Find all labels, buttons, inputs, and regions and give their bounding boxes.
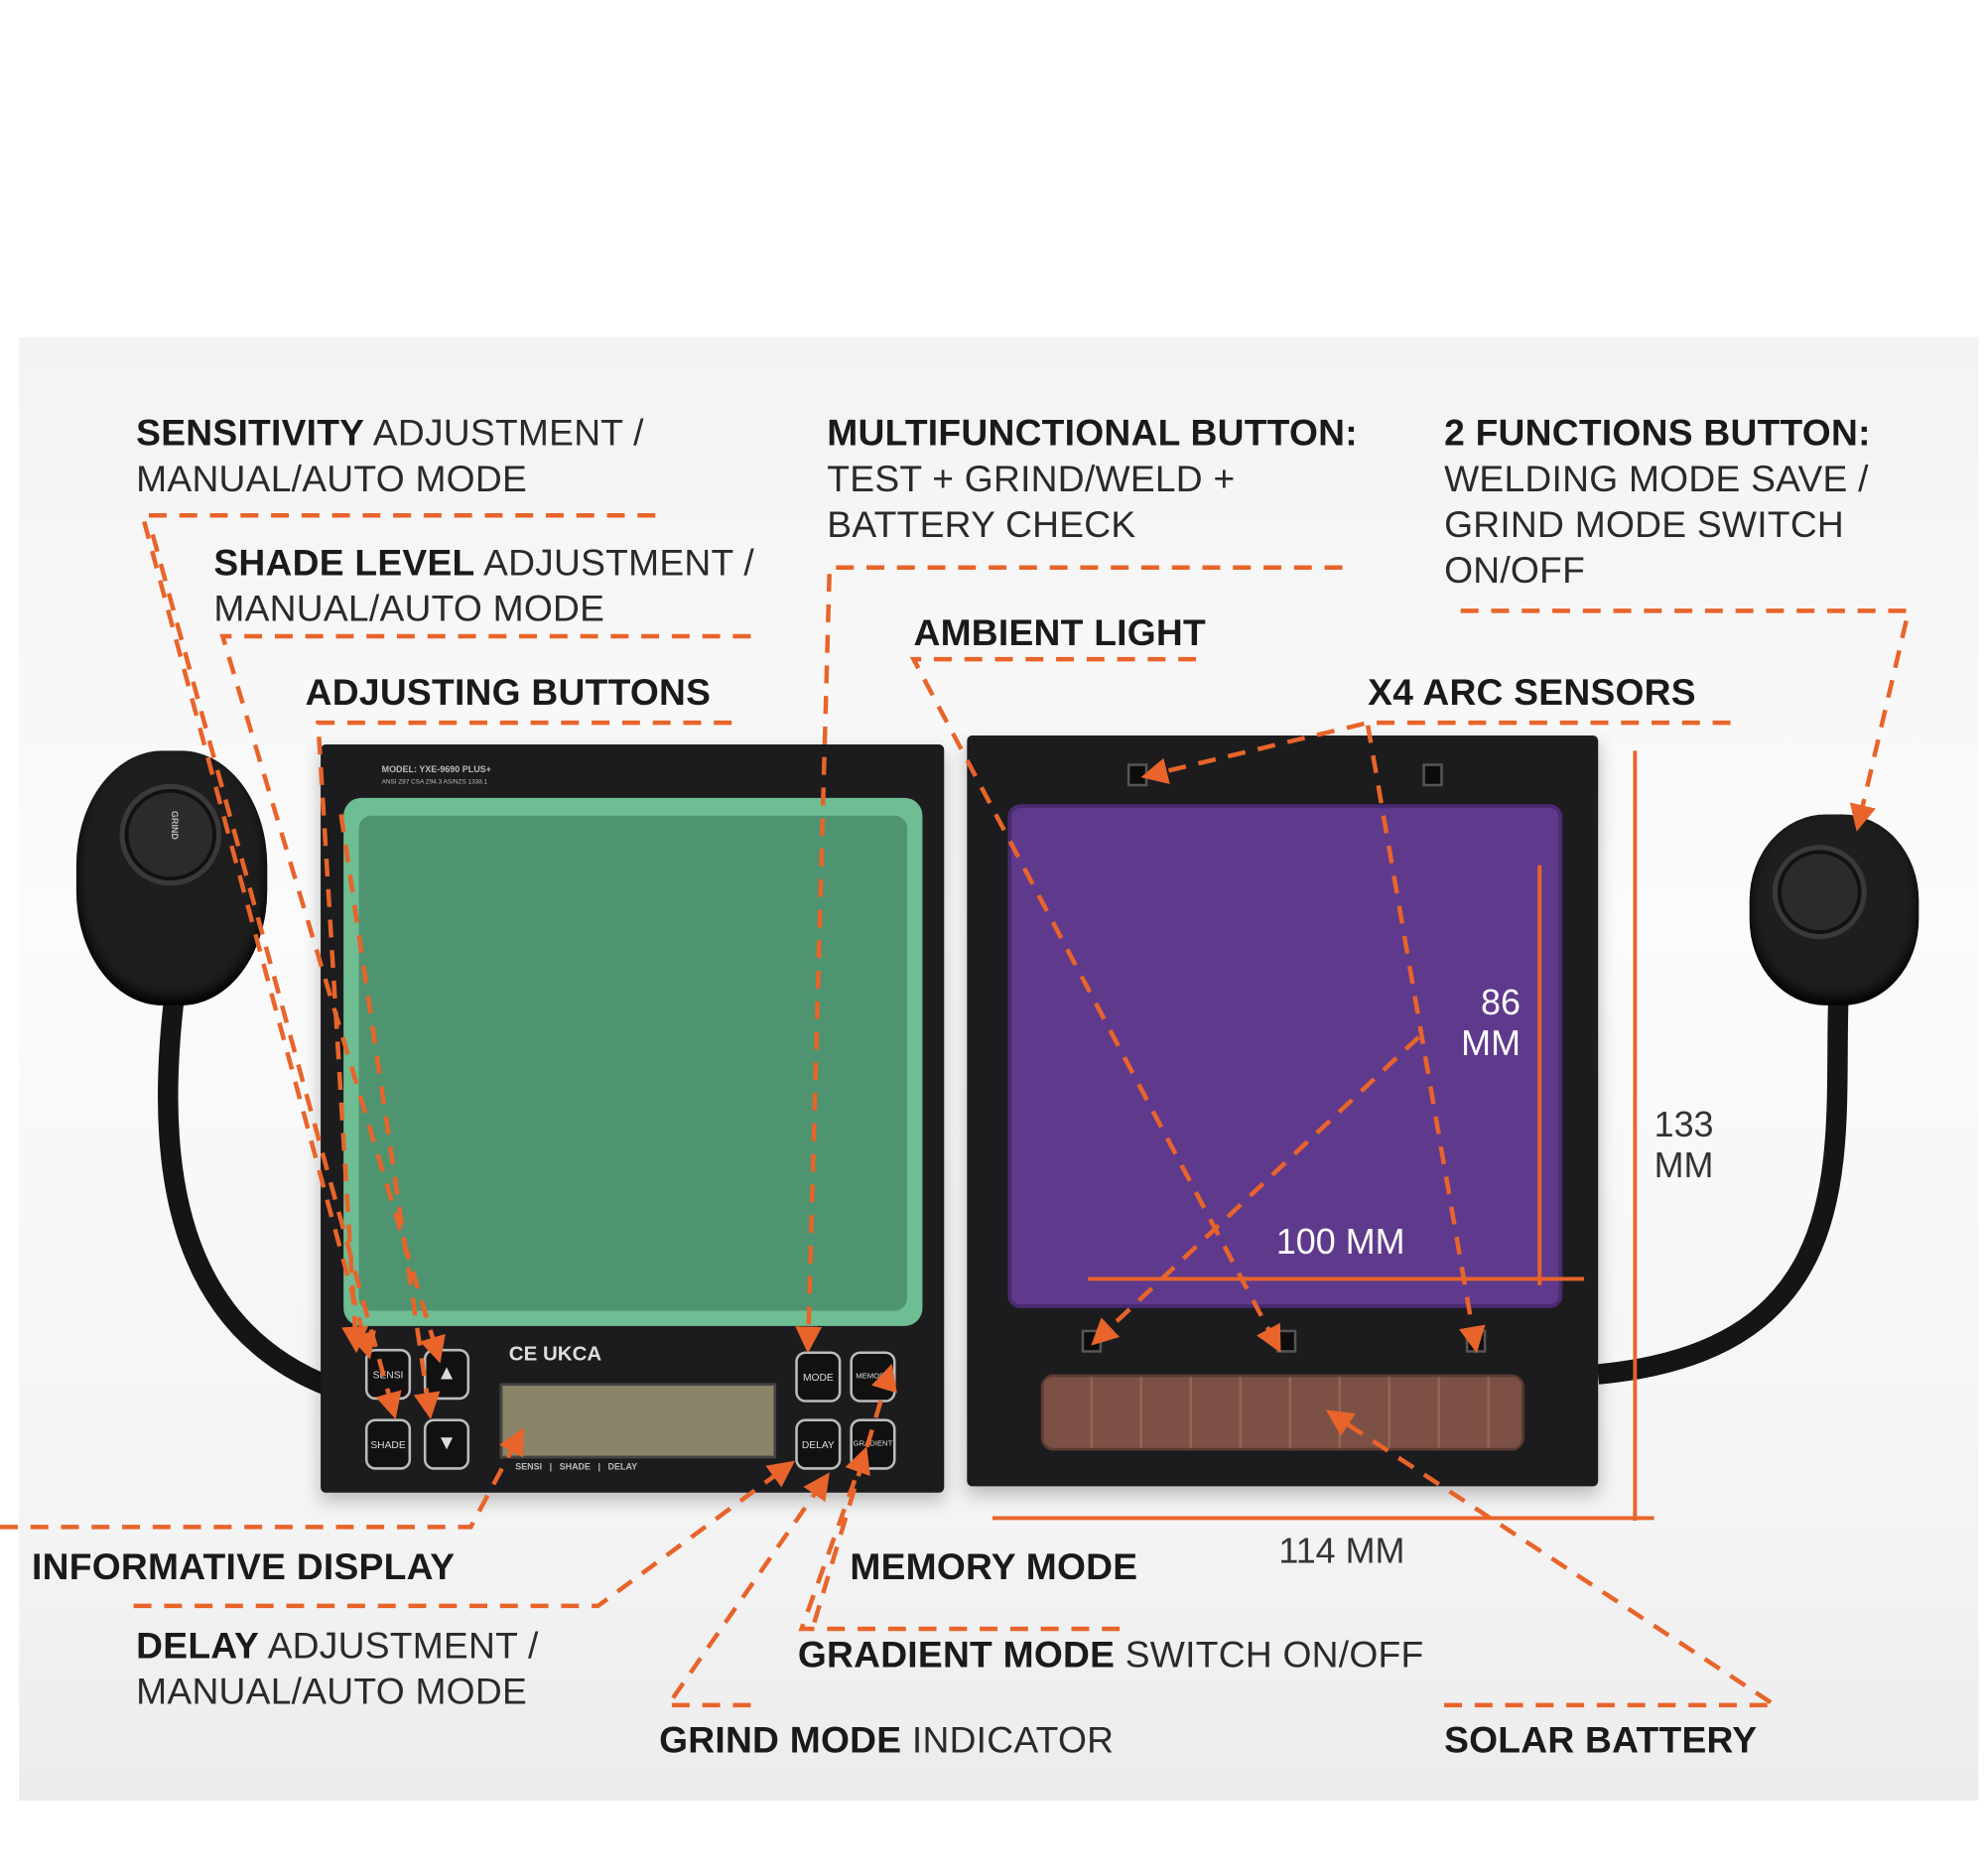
memory-leader <box>812 1363 897 1624</box>
label-ambient: AMBIENT LIGHT <box>913 612 1207 654</box>
label-sensitivity: SENSITIVITY ADJUSTMENT /MANUAL/AUTO MODE <box>136 413 644 500</box>
standards-text: ANSI Z87 CSA Z94.3 AS/NZS 1338.1 <box>381 778 488 787</box>
label-two-functions: 2 FUNCTIONS BUTTON:WELDING MODE SAVE /GR… <box>1444 413 1871 593</box>
label-adjusting: ADJUSTING BUTTONS <box>305 673 712 715</box>
dim-114-mm: 114 MM <box>1278 1531 1405 1570</box>
display-labels: SENSI | SHADE | DELAY <box>515 1463 638 1473</box>
label-grind: GRIND MODE INDICATOR <box>659 1720 1115 1762</box>
right-knob[interactable] <box>1749 814 1919 1005</box>
label-delay: DELAY ADJUSTMENT /MANUAL/AUTO MODE <box>136 1626 539 1713</box>
gradient-leader <box>798 1446 1121 1632</box>
arc-leader-1 <box>1140 720 1731 784</box>
label-solar: SOLAR BATTERY <box>1444 1720 1758 1762</box>
informative-leader <box>0 1427 524 1530</box>
label-informative: INFORMATIVE DISPLAY <box>32 1546 456 1588</box>
cert-marks: CE UKCA <box>508 1343 602 1366</box>
adjusting-leader <box>316 720 732 1354</box>
down-button[interactable]: ▼ <box>423 1418 470 1470</box>
multifunctional-leader <box>795 565 1343 1354</box>
ambient-leader <box>909 656 1281 1353</box>
informative-display <box>499 1383 777 1459</box>
adjusting-leader-2 <box>338 814 441 1420</box>
two-functions-leader <box>1460 608 1912 832</box>
label-memory: MEMORY MODE <box>850 1546 1138 1588</box>
label-gradient: GRADIENT MODE SWITCH ON/OFF <box>797 1635 1424 1676</box>
knob-button[interactable] <box>1777 850 1862 934</box>
outer-lens <box>1007 804 1563 1308</box>
left-knob[interactable]: GRIND <box>75 750 268 1005</box>
solar-leader <box>1325 1409 1783 1708</box>
shade-button[interactable]: SHADE <box>364 1418 412 1470</box>
shade-leader <box>219 633 751 1364</box>
delay-leader <box>133 1460 796 1609</box>
delay-button[interactable]: DELAY <box>795 1418 842 1470</box>
sensitivity-leader-2 <box>150 533 402 1419</box>
label-arc-sensors: X4 ARC SENSORS <box>1368 673 1696 715</box>
arc-leader-3 <box>1091 1035 1420 1346</box>
dim-100-mm: 100 MM <box>1275 1221 1405 1262</box>
arc-leader-2 <box>1365 725 1486 1354</box>
mode-button[interactable]: MODE <box>795 1351 842 1403</box>
solar-battery-panel <box>1040 1374 1524 1451</box>
knob-button[interactable]: GRIND <box>124 788 216 881</box>
label-shade: SHADE LEVEL ADJUSTMENT /MANUAL/AUTO MODE <box>213 543 755 630</box>
ambient-light-sensor <box>1422 763 1443 787</box>
label-multifunctional: MULTIFUNCTIONAL BUTTON:TEST + GRIND/WELD… <box>827 413 1358 546</box>
model-text: MODEL: YXE-9690 PLUS+ <box>381 765 491 775</box>
